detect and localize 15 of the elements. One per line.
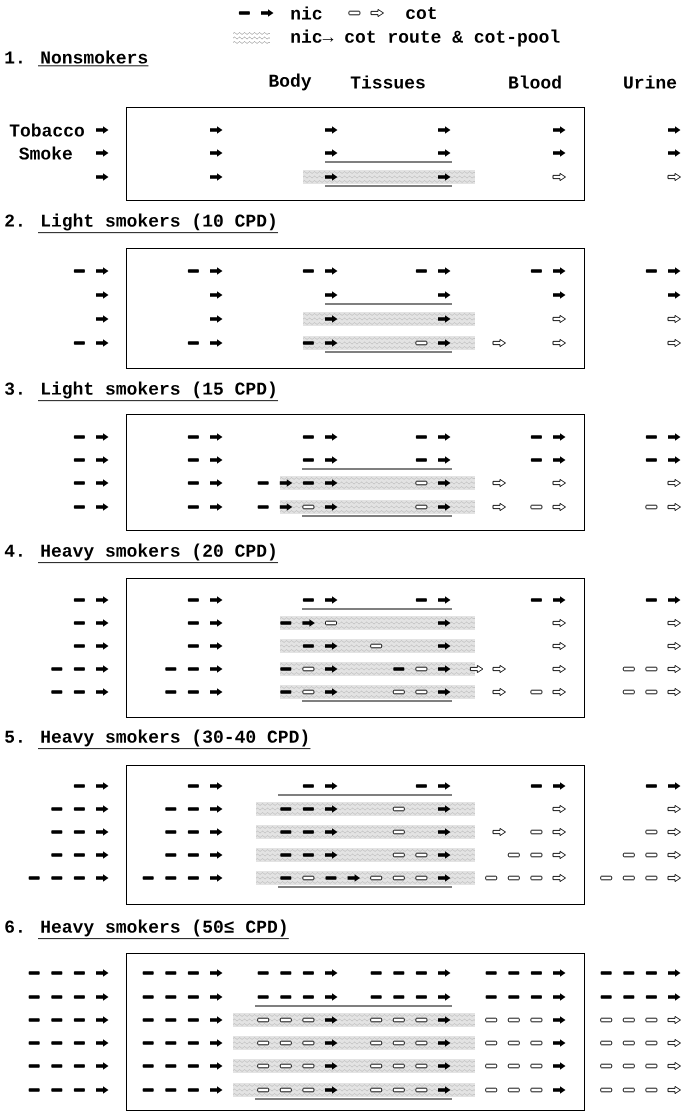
panel-heading: 3. Light smokers (15 CPD) — [5, 381, 275, 399]
legend-text: nic — [291, 6, 322, 20]
column-label: Blood — [509, 75, 561, 89]
column-label: Smoke — [19, 146, 72, 160]
panel-heading: 2. Light smokers (10 CPD) — [5, 213, 275, 231]
panel-heading: 1. Nonsmokers — [5, 50, 148, 64]
column-label: Tissues — [350, 75, 425, 89]
column-label: Body — [269, 73, 312, 91]
legend-text: cot — [406, 6, 436, 20]
legend-text: nic→ cot route & cot-pool — [291, 29, 560, 47]
column-label: Tobacco — [9, 123, 84, 137]
panel-heading: 6. Heavy smokers (50≤ CPD) — [5, 919, 286, 937]
column-label: Urine — [624, 75, 677, 89]
panel-heading: 5. Heavy smokers (30-40 CPD) — [5, 729, 308, 747]
panel-heading: 4. Heavy smokers (20 CPD) — [4, 543, 275, 561]
